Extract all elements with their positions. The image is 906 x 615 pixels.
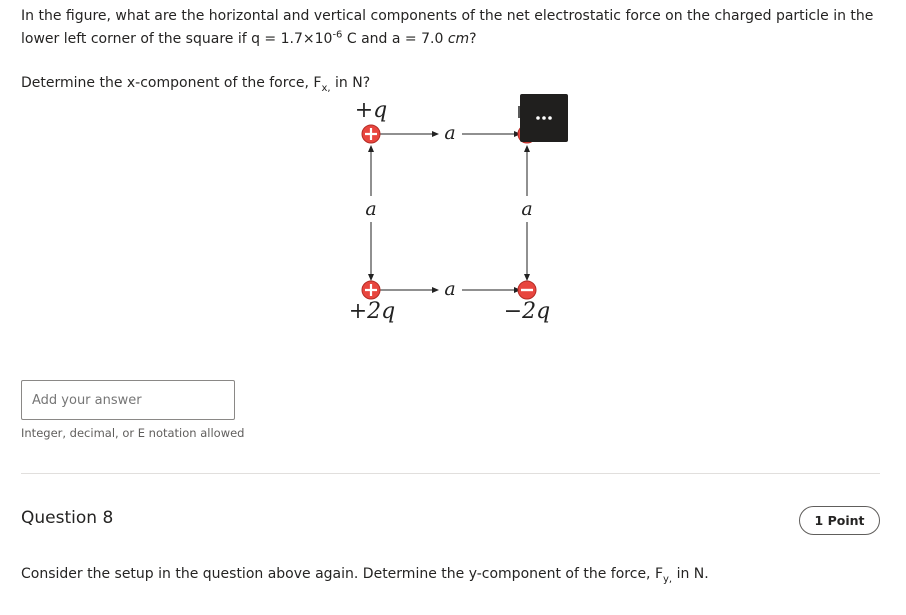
- answer-input[interactable]: [21, 380, 235, 420]
- question-7-subquestion: Determine the x-component of the force, …: [21, 75, 371, 94]
- plus-charge-icon: [365, 284, 377, 296]
- side-label-top: a: [444, 122, 455, 144]
- question-8-title: Question 8: [21, 508, 114, 528]
- charge-label-bottom-left: +2q: [349, 299, 396, 324]
- dimension-right: a: [521, 145, 533, 281]
- charge-bottom-left: [361, 280, 381, 300]
- answer-format-hint: Integer, decimal, or E notation allowed: [21, 426, 245, 440]
- side-label-left: a: [365, 198, 376, 220]
- side-label-right: a: [521, 198, 532, 220]
- dimension-top: a: [380, 122, 521, 144]
- more-options-button[interactable]: [520, 94, 568, 142]
- dimension-left: a: [365, 145, 377, 281]
- plus-charge-icon: [365, 128, 377, 140]
- question-divider: [21, 473, 880, 474]
- points-badge: 1 Point: [799, 506, 880, 535]
- question-8-text: Consider the setup in the question above…: [21, 566, 709, 585]
- charge-bottom-right: [517, 280, 537, 300]
- dimension-bottom: a: [380, 278, 521, 300]
- side-label-bottom: a: [444, 278, 455, 300]
- charge-label-top-left: +q: [355, 98, 388, 123]
- charge-label-bottom-right: −2q: [504, 299, 551, 324]
- question-7-text: In the figure, what are the horizontal a…: [21, 8, 874, 47]
- more-options-icon: [536, 116, 552, 120]
- charge-top-left: [361, 124, 381, 144]
